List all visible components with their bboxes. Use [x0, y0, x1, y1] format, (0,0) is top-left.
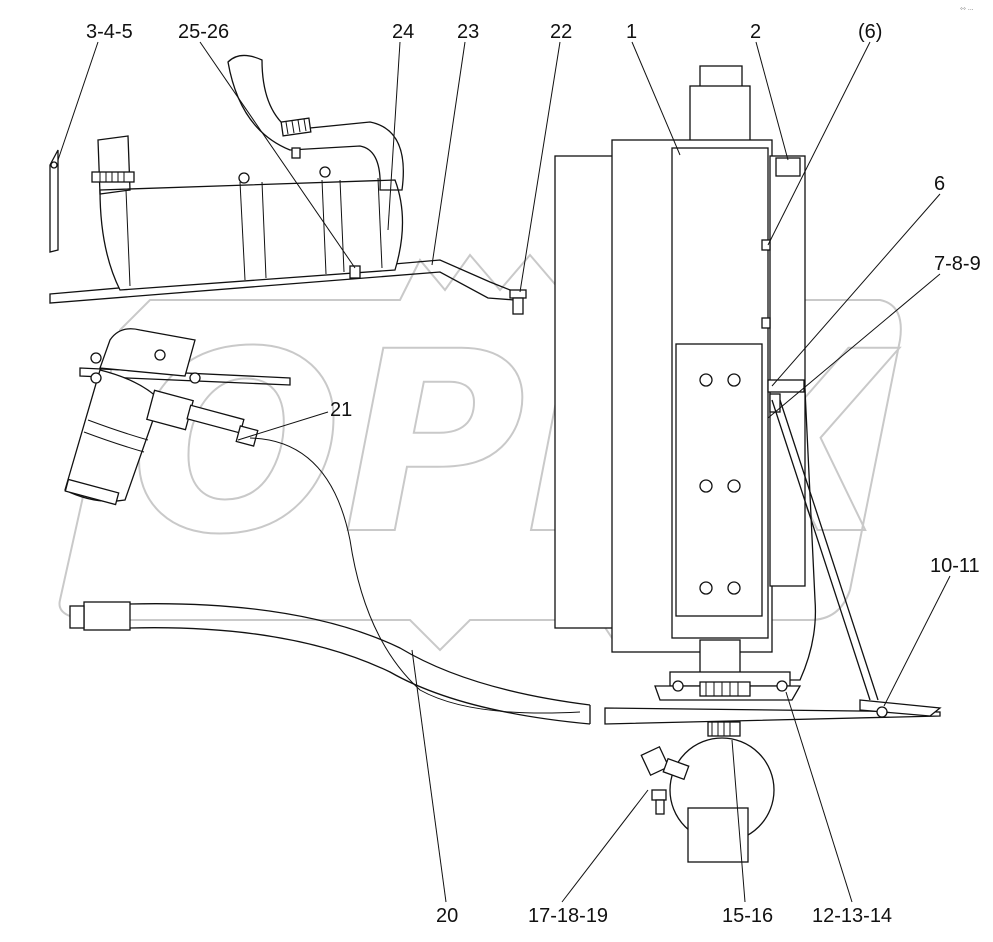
bolt-22: [509, 289, 527, 315]
tank-assembly: [49, 54, 516, 304]
callout-15-16: 15-16: [722, 905, 773, 927]
callout-22: 22: [550, 21, 572, 43]
hose-20: [69, 601, 591, 725]
callout-3-4-5: 3-4-5: [86, 21, 133, 43]
callout-17-18-19: 17-18-19: [528, 905, 608, 927]
callout-12-13-14: 12-13-14: [812, 905, 892, 927]
callout-10-11: 10-11: [930, 555, 980, 577]
callout-6-paren: (6): [858, 21, 882, 43]
callout-25-26: 25-26: [178, 21, 229, 43]
callout-2: 2: [750, 21, 761, 43]
callout-7-8-9: 7-8-9: [934, 253, 981, 275]
callout-23: 23: [457, 21, 479, 43]
callout-20: 20: [436, 905, 458, 927]
callout-1: 1: [626, 21, 637, 43]
pump-assembly: [64, 328, 581, 714]
corner-mark: °° ···: [960, 7, 974, 14]
callout-21: 21: [330, 399, 352, 421]
radiator-assembly: [554, 65, 942, 863]
callout-labels: 3-4-5 25-26 24 23 22 1 2 (6) 6 7-8-9 21 …: [86, 21, 981, 927]
callout-6: 6: [934, 173, 945, 195]
callout-24: 24: [392, 21, 414, 43]
leader-lines: [57, 41, 951, 903]
